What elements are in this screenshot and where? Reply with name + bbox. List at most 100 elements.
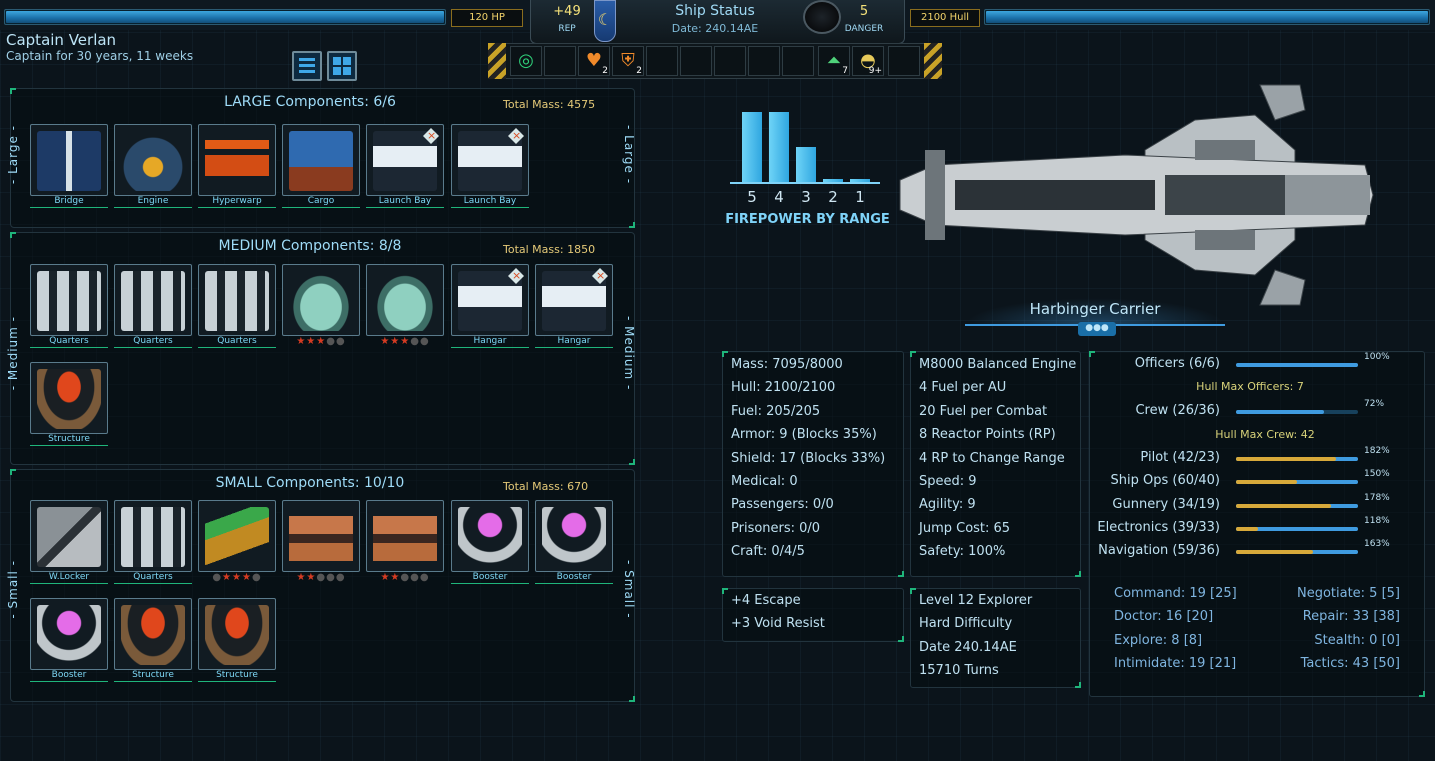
status-slot-empty bbox=[782, 46, 814, 76]
weapon-locker-icon bbox=[37, 507, 101, 567]
range-label-4: 4 bbox=[774, 188, 784, 206]
booster-icon bbox=[37, 605, 101, 665]
captain-name: Captain Verlan bbox=[6, 31, 117, 49]
heart-icon: ♥ bbox=[585, 50, 603, 71]
component-label: Hyperwarp bbox=[198, 196, 276, 208]
component-hangar[interactable]: Hangar bbox=[451, 264, 529, 348]
component-structure[interactable]: Structure bbox=[114, 598, 192, 682]
skills-right: Negotiate: 5 [5] Repair: 33 [38] Stealth… bbox=[1280, 582, 1400, 676]
status-slot-empty bbox=[714, 46, 746, 76]
crew-label: Crew (26/36) bbox=[1135, 403, 1220, 418]
booster-icon bbox=[458, 507, 522, 567]
component-structure[interactable]: Structure bbox=[30, 362, 108, 446]
ship-image bbox=[899, 84, 1374, 306]
crew-percent: 178% bbox=[1364, 493, 1390, 503]
component-booster[interactable]: Booster bbox=[30, 598, 108, 682]
component-label: Bridge bbox=[30, 196, 108, 208]
component-hyperwarp[interactable]: Hyperwarp bbox=[198, 124, 276, 208]
crew-label: Navigation (59/36) bbox=[1098, 543, 1220, 558]
component-booster[interactable]: Booster bbox=[451, 500, 529, 584]
captain-tenure: Captain for 30 years, 11 weeks bbox=[6, 49, 194, 63]
component-turret[interactable]: ★★●●● bbox=[282, 500, 360, 584]
cargo-icon bbox=[289, 131, 353, 191]
crew-label: Gunnery (34/19) bbox=[1112, 497, 1220, 512]
component-quarters[interactable]: Quarters bbox=[114, 264, 192, 348]
firepower-title: FIREPOWER BY RANGE bbox=[725, 212, 890, 227]
crew-percent: 163% bbox=[1364, 539, 1390, 549]
component-cargo[interactable]: Cargo bbox=[282, 124, 360, 208]
list-view-button[interactable] bbox=[292, 51, 322, 81]
hazard-stripe-left bbox=[488, 43, 506, 79]
crew-label: Ship Ops (60/40) bbox=[1110, 473, 1220, 488]
status-slot-heart[interactable]: ♥ 2 bbox=[578, 46, 610, 76]
crew-box bbox=[1089, 351, 1425, 697]
hull-bar-fill bbox=[986, 11, 1428, 23]
status-slot-rank[interactable]: ⏶ 7 bbox=[818, 46, 850, 76]
page-title: Ship Status bbox=[675, 3, 755, 19]
crew-row-officers: Officers (6/6) 100% bbox=[1090, 352, 1400, 376]
engine-safety: Safety: 100% bbox=[919, 544, 1006, 560]
hp-readout: 120 HP bbox=[451, 9, 523, 27]
warning-icon bbox=[508, 128, 524, 144]
component-booster[interactable]: Booster bbox=[535, 500, 613, 584]
component-bridge[interactable]: Bridge bbox=[30, 124, 108, 208]
status-slot-shield-down[interactable]: ⛨ 2 bbox=[612, 46, 644, 76]
component-launch-bay[interactable]: Launch Bay bbox=[366, 124, 444, 208]
crew-percent: 72% bbox=[1364, 399, 1385, 409]
component-shield-module[interactable]: ★★★●● bbox=[282, 264, 360, 348]
crew-percent: 100% bbox=[1364, 352, 1390, 362]
component-label: Quarters bbox=[114, 336, 192, 348]
crew-row-electronics: Electronics (39/33) 118% bbox=[1090, 516, 1400, 540]
medal-icon[interactable]: ☾ bbox=[594, 0, 616, 42]
component-quarters[interactable]: Quarters bbox=[114, 500, 192, 584]
stat-armor: Armor: 9 (Blocks 35%) bbox=[731, 427, 877, 443]
warning-icon bbox=[592, 268, 608, 284]
stat-mass: Mass: 7095/8000 bbox=[731, 357, 843, 372]
component-quarters[interactable]: Quarters bbox=[30, 264, 108, 348]
stat-medical: Medical: 0 bbox=[731, 473, 798, 489]
component-label: Cargo bbox=[282, 196, 360, 208]
component-launch-bay[interactable]: Launch Bay bbox=[451, 124, 529, 208]
skill-intimidate: Intimidate: 19 [21] bbox=[1114, 656, 1237, 672]
grid-icon bbox=[333, 57, 341, 65]
component-turret[interactable]: ★★●●● bbox=[366, 500, 444, 584]
component-quarters[interactable]: Quarters bbox=[198, 264, 276, 348]
turret-icon bbox=[289, 507, 353, 567]
component-structure[interactable]: Structure bbox=[198, 598, 276, 682]
shield-module-icon bbox=[373, 271, 437, 331]
medium-total-mass: Total Mass: 1850 bbox=[503, 243, 596, 256]
large-total-mass: Total Mass: 4575 bbox=[503, 98, 596, 111]
danger-value: 5 bbox=[859, 4, 869, 19]
component-label: Booster bbox=[30, 670, 108, 682]
range-label-5: 5 bbox=[747, 188, 757, 206]
component-cannon[interactable]: ●★★★● bbox=[198, 500, 276, 584]
firepower-bar-3 bbox=[796, 147, 816, 182]
engine-reactor-points: 8 Reactor Points (RP) bbox=[919, 427, 1056, 443]
status-slot-empty bbox=[646, 46, 678, 76]
quarters-icon bbox=[205, 271, 269, 331]
component-weapon-locker[interactable]: W.Locker bbox=[30, 500, 108, 584]
component-hangar[interactable]: Hangar bbox=[535, 264, 613, 348]
small-side-label-right: - Small - bbox=[622, 560, 636, 619]
list-icon bbox=[299, 58, 315, 61]
structure-icon bbox=[205, 605, 269, 665]
launch-bay-icon bbox=[458, 131, 522, 191]
skill-negotiate: Negotiate: 5 [5] bbox=[1296, 586, 1400, 601]
component-label: Launch Bay bbox=[451, 196, 529, 208]
cannon-icon bbox=[205, 507, 269, 567]
radar-icon: ◎ bbox=[518, 50, 534, 71]
component-label: W.Locker bbox=[30, 572, 108, 584]
grid-view-button[interactable] bbox=[327, 51, 357, 81]
firepower-bar-5 bbox=[742, 112, 762, 182]
status-slot-helmet[interactable]: ◓ 9+ bbox=[852, 46, 884, 76]
launch-bay-icon bbox=[373, 131, 437, 191]
status-slot-radar[interactable]: ◎ bbox=[510, 46, 542, 76]
turret-icon bbox=[373, 507, 437, 567]
ship-stats-list: Mass: 7095/8000 Hull: 2100/2100 Fuel: 20… bbox=[731, 353, 885, 564]
stat-hull: Hull: 2100/2100 bbox=[731, 380, 836, 396]
range-label-1: 1 bbox=[855, 188, 865, 206]
component-engine[interactable]: Engine bbox=[114, 124, 192, 208]
component-shield-module[interactable]: ★★★●● bbox=[366, 264, 444, 348]
quarters-icon bbox=[121, 507, 185, 567]
hyperwarp-icon bbox=[205, 131, 269, 191]
